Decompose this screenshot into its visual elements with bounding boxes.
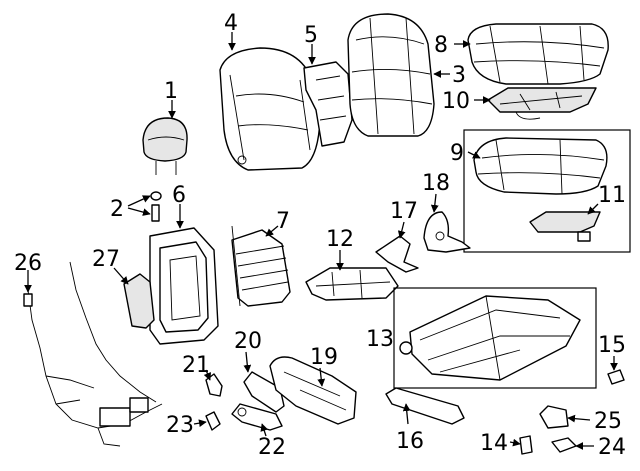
headrest-guide-part [150, 191, 162, 222]
callout-2: 2 [110, 197, 124, 222]
callout-15: 15 [598, 333, 626, 358]
callout-20: 20 [234, 329, 262, 354]
headrest-part [142, 117, 188, 175]
callout-24: 24 [598, 435, 626, 460]
recliner-cover-part [423, 211, 471, 253]
callout-27: 27 [92, 247, 120, 272]
callout-13: 13 [366, 327, 394, 352]
callout-21: 21 [182, 353, 210, 378]
callout-12: 12 [326, 227, 354, 252]
adjuster-lever-part [243, 371, 285, 413]
seat-cushion-pad-part [473, 137, 608, 195]
cushion-heater-element-part [529, 211, 601, 242]
cushion-assembly-box [463, 129, 631, 253]
callout-16: 16 [396, 429, 424, 454]
callout-11: 11 [598, 183, 626, 208]
seatback-cover-part [347, 13, 435, 137]
callout-23: 23 [166, 413, 194, 438]
seat-cushion-cover-part [467, 23, 609, 85]
seatback-bracket-part [303, 61, 353, 147]
callout-6: 6 [172, 183, 186, 208]
harness-clip-part [519, 435, 533, 455]
trim-bracket-part [375, 235, 419, 273]
callout-25: 25 [594, 409, 622, 434]
track-cover-part [385, 387, 465, 425]
callout-9: 9 [450, 141, 464, 166]
callout-7: 7 [276, 209, 290, 234]
seat-adjuster-part [399, 295, 581, 381]
wiring-harness-part [23, 261, 163, 447]
callout-14: 14 [480, 431, 508, 456]
callout-22: 22 [258, 435, 286, 460]
side-airbag-module-part [123, 273, 155, 329]
switch-part [551, 437, 577, 453]
seatback-frame-part [149, 227, 219, 345]
adjuster-clip-part [607, 369, 625, 385]
callout-8: 8 [434, 33, 448, 58]
seatback-rear-panel-part [219, 47, 321, 171]
inner-lever-part [231, 403, 283, 431]
callout-1: 1 [164, 79, 178, 104]
callout-4: 4 [224, 11, 238, 36]
control-module-part [539, 405, 569, 429]
callout-19: 19 [310, 345, 338, 370]
callout-18: 18 [422, 171, 450, 196]
cap-part [205, 411, 221, 431]
callout-10: 10 [442, 89, 470, 114]
callout-17: 17 [390, 199, 418, 224]
callout-26: 26 [14, 251, 42, 276]
seat-pan-bracket-part [305, 267, 399, 301]
lumbar-support-part [231, 225, 291, 307]
callout-5: 5 [304, 23, 318, 48]
cushion-heater-pad-part [487, 87, 597, 120]
outer-shield-part [269, 356, 357, 425]
callout-3: 3 [452, 63, 466, 88]
seat-adjuster-box [393, 287, 597, 389]
